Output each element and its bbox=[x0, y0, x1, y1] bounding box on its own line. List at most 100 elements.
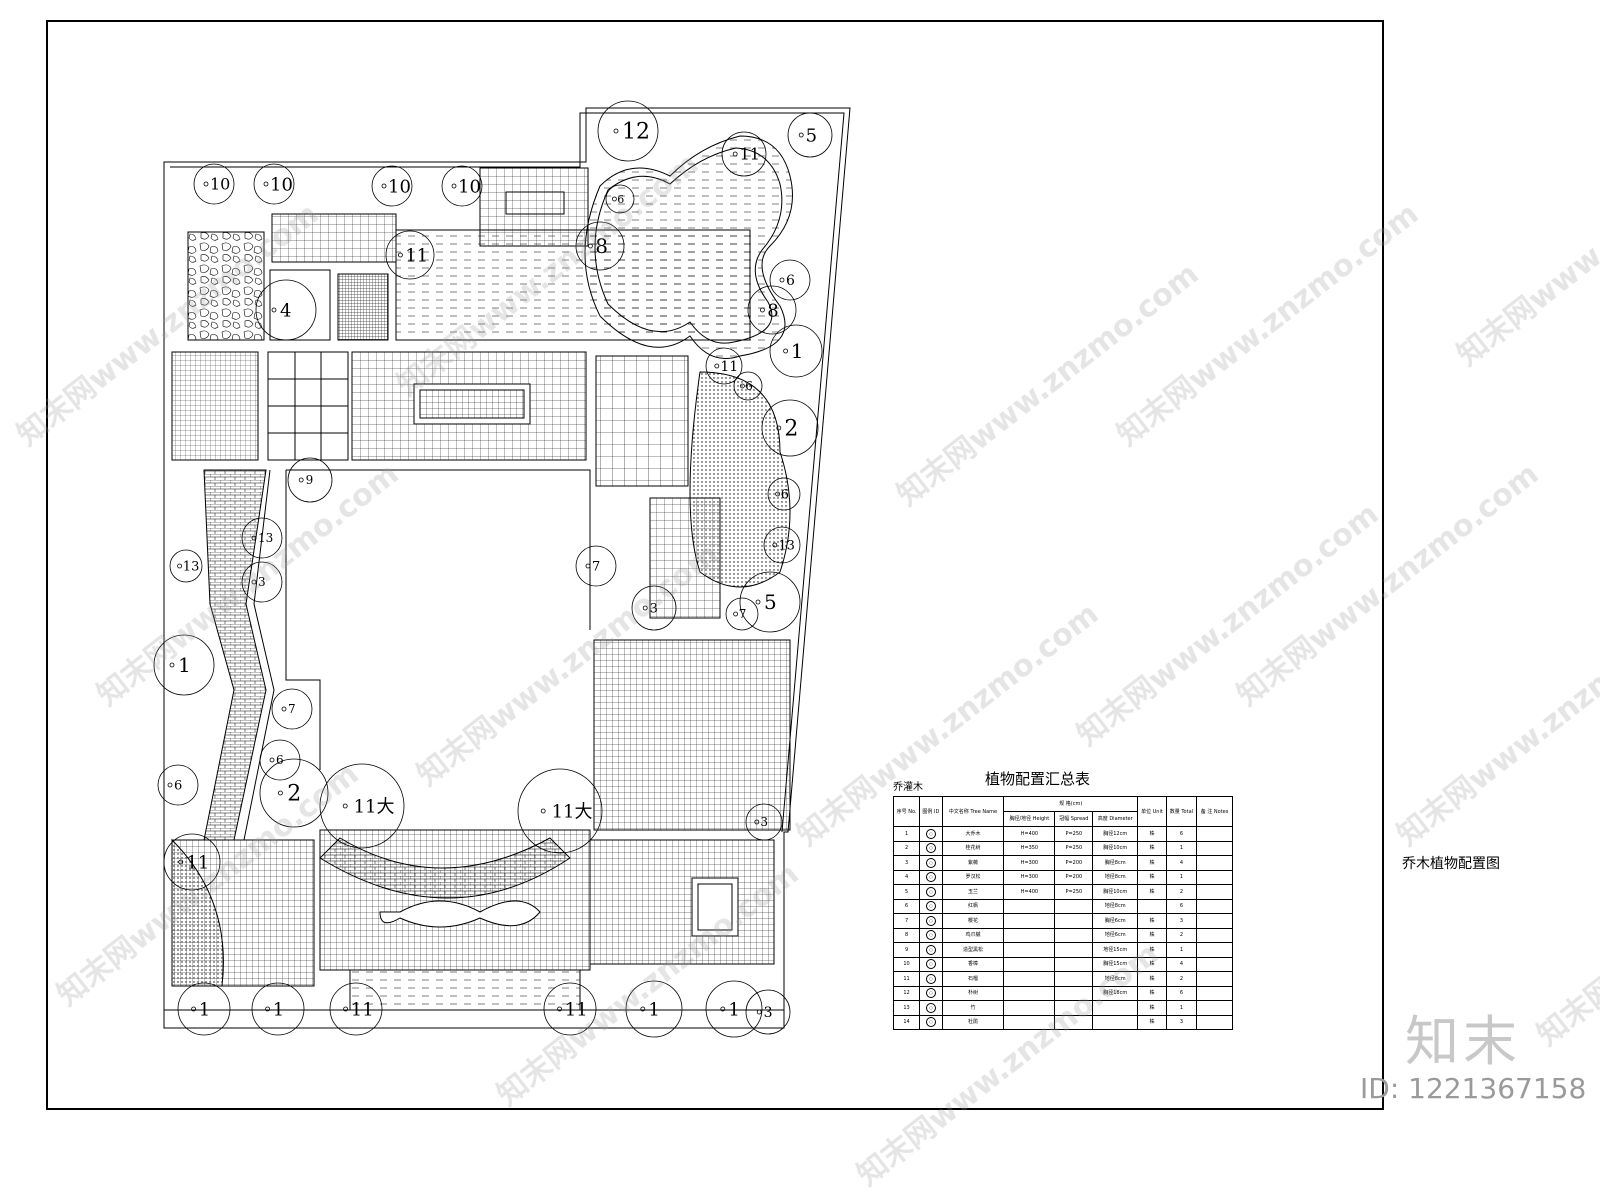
tree-marker: 6 bbox=[157, 764, 199, 806]
tree-number-label: 2 bbox=[784, 417, 798, 442]
tree-number-label: 1 bbox=[728, 999, 739, 1020]
table-cell bbox=[1196, 855, 1233, 871]
table-cell: 胸径6cm bbox=[1092, 913, 1139, 929]
tree-canopy-circle bbox=[163, 833, 221, 891]
tree-trunk-dot bbox=[642, 605, 648, 611]
tree-trunk-dot bbox=[756, 1009, 762, 1015]
table-cell: 3 bbox=[1165, 913, 1198, 929]
table-header-row: 胸径/地径 Height 冠幅 Spread 高度 Diameter bbox=[894, 811, 1233, 827]
tree-number-label: 2 bbox=[287, 782, 301, 807]
table-cell: 香樟 bbox=[941, 956, 1005, 972]
tree-marker: 1 bbox=[177, 982, 231, 1036]
table-cell: P=200 bbox=[1054, 855, 1094, 871]
legend-symbol-icon: ○ bbox=[925, 1017, 936, 1028]
tree-canopy-circle bbox=[733, 371, 763, 401]
legend-symbol-cell: ○ bbox=[919, 898, 943, 914]
tree-number-label: 11 bbox=[351, 999, 374, 1020]
table-cell: 2 bbox=[1165, 884, 1198, 900]
tree-canopy-circle bbox=[241, 517, 283, 559]
legend-symbol-icon: ○ bbox=[925, 828, 936, 839]
tree-canopy-circle bbox=[763, 526, 801, 564]
tree-number-label: 11 bbox=[405, 245, 428, 266]
legend-symbol-icon: ○ bbox=[925, 973, 936, 984]
table-cell: 1 bbox=[1165, 1000, 1198, 1016]
table-cell bbox=[1054, 985, 1094, 1001]
tree-marker: 11 bbox=[543, 982, 597, 1036]
tree-number-label: 13 bbox=[258, 531, 273, 545]
tree-trunk-dot bbox=[269, 757, 275, 763]
table-header-cell: 冠幅 Spread bbox=[1054, 811, 1094, 827]
table-cell bbox=[1196, 826, 1233, 842]
legend-symbol-cell: ○ bbox=[919, 884, 943, 900]
tree-marker: 1 bbox=[625, 980, 683, 1038]
table-cell: 6 bbox=[1165, 898, 1198, 914]
table-header-cell: 胸径/地径 Height bbox=[1003, 811, 1056, 827]
table-cell: 株 bbox=[1137, 855, 1167, 871]
table-cell: H=300 bbox=[1003, 855, 1056, 871]
table-cell: 地径6cm bbox=[1092, 927, 1139, 943]
table-cell: 2 bbox=[892, 840, 921, 856]
tree-number-label: 13 bbox=[183, 560, 200, 575]
table-cell bbox=[1092, 1000, 1139, 1016]
table-cell: 1 bbox=[892, 826, 921, 842]
tree-trunk-dot bbox=[271, 307, 277, 313]
tree-number-label: 3 bbox=[258, 575, 266, 589]
tree-number-label: 6 bbox=[617, 193, 624, 206]
table-cell: 桂花树 bbox=[941, 840, 1005, 856]
tree-trunk-dot bbox=[203, 181, 209, 187]
table-cell bbox=[1196, 840, 1233, 856]
table-cell: 1 bbox=[1165, 840, 1198, 856]
table-cell: 株 bbox=[1137, 869, 1167, 885]
tree-number-label: 10 bbox=[458, 176, 481, 197]
tree-canopy-circle bbox=[605, 184, 635, 214]
tree-number-label: 5 bbox=[806, 125, 817, 146]
table-cell: 11 bbox=[892, 971, 921, 987]
tree-trunk-dot bbox=[343, 1006, 349, 1012]
tree-trunk-dot bbox=[755, 599, 761, 605]
table-cell: P=250 bbox=[1054, 826, 1094, 842]
tree-canopy-circle bbox=[287, 457, 333, 503]
table-cell bbox=[1054, 1000, 1094, 1016]
table-cell bbox=[1003, 942, 1056, 958]
tree-trunk-dot bbox=[540, 808, 546, 814]
tree-canopy-circle bbox=[253, 163, 295, 205]
tree-marker: 10 bbox=[193, 163, 235, 205]
tree-marker: 13 bbox=[169, 549, 203, 583]
table-cell: 鸡爪槭 bbox=[941, 927, 1005, 943]
legend-symbol-cell: ○ bbox=[919, 927, 943, 943]
table-cell: P=250 bbox=[1054, 840, 1094, 856]
tree-marker: 9 bbox=[287, 457, 333, 503]
tree-marker: 3 bbox=[745, 803, 783, 841]
tree-number-label: 6 bbox=[276, 753, 284, 767]
tree-number-label: 1 bbox=[273, 999, 284, 1020]
tree-number-label: 6 bbox=[745, 379, 753, 393]
tree-number-label: 11 bbox=[565, 999, 588, 1020]
table-cell bbox=[1054, 1014, 1094, 1030]
tree-trunk-dot bbox=[557, 1006, 562, 1012]
tree-trunk-dot bbox=[251, 579, 257, 585]
tree-trunk-dot bbox=[613, 128, 619, 134]
table-cell: 12 bbox=[892, 985, 921, 1001]
table-cell: 杜鹃 bbox=[941, 1014, 1005, 1030]
tree-number-label: 1 bbox=[791, 339, 804, 363]
drawing-frame bbox=[46, 20, 1384, 1110]
table-cell: 株 bbox=[1137, 884, 1167, 900]
legend-symbol-icon: ○ bbox=[925, 1002, 936, 1013]
tree-trunk-dot bbox=[733, 611, 738, 617]
tree-marker: 11大 bbox=[319, 763, 405, 849]
tree-trunk-dot bbox=[612, 196, 617, 202]
tree-number-label: 1 bbox=[199, 999, 210, 1020]
table-cell: 1 bbox=[1165, 869, 1198, 885]
tree-canopy-circle bbox=[255, 279, 317, 341]
table-cell: H=350 bbox=[1003, 840, 1056, 856]
tree-canopy-circle bbox=[597, 100, 659, 162]
table-cell: 株 bbox=[1137, 826, 1167, 842]
table-subtitle: 乔灌木 bbox=[893, 782, 923, 793]
